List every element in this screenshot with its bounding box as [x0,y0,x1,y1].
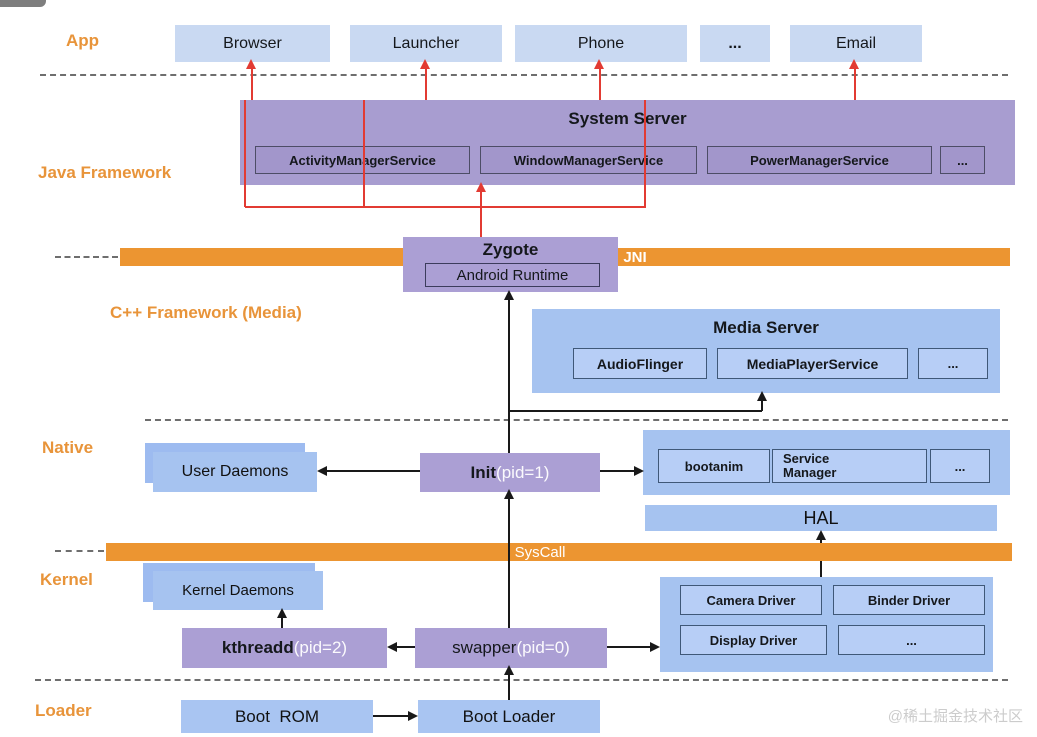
arrowhead-to-phone [594,59,604,69]
app-box-browser: Browser [175,25,330,62]
user-daemons-box: User Daemons [153,452,317,492]
init-name: Init [470,462,497,482]
service-box-window-manager: WindowManagerService [480,146,697,174]
app-box-phone: Phone [515,25,687,62]
boot-loader-box: Boot Loader [418,700,600,733]
divider-media-native [145,419,1008,421]
line-init-to-mediaserver [509,410,762,412]
arrowhead-to-launcher [420,59,430,69]
arrow-swapper-to-drivers [607,646,652,648]
arrowhead-bootrom-to-bootloader [408,711,418,721]
red-riser-2 [363,100,365,207]
arrow-bootrom-to-bootloader [373,715,410,717]
driver-box-camera: Camera Driver [680,585,822,615]
layer-label-cpp-framework: C++ Framework (Media) [110,303,302,322]
arrowhead-bootloader-to-swapper [504,665,514,675]
media-service-box-ellipsis: ... [918,348,988,379]
service-box-activity-manager: ActivityManagerService [255,146,470,174]
arrowhead-init-to-services [634,466,644,476]
kernel-daemons-box: Kernel Daemons [153,571,323,610]
arrow-kthreadd-to-kernel-daemons [281,616,283,628]
arrow-swapper-to-init [508,497,510,628]
arrowhead-swapper-to-kthreadd [387,642,397,652]
swapper-name: swapper [452,638,517,657]
arrowhead-to-browser [246,59,256,69]
arrowhead-kthreadd-to-kernel-daemons [277,608,287,618]
kthreadd-name: kthreadd [221,638,294,657]
service-box-mediaplayer: MediaPlayerService [717,348,908,379]
corner-artifact [0,0,46,7]
app-box-email: Email [790,25,922,62]
jni-label: JNI [623,249,647,266]
layer-label-kernel: Kernel [40,570,93,589]
arrow-init-to-user-daemons [324,470,420,472]
arrowhead-to-email [849,59,859,69]
arrow-init-to-services [600,470,636,472]
android-runtime-box: Android Runtime [425,263,600,287]
init-pid: (pid=1) [496,462,550,482]
arrow-init-to-zygote [508,298,510,453]
service-manager-label: Service Manager [783,450,837,480]
arrowhead-init-to-zygote [504,290,514,300]
service-box-power-manager: PowerManagerService [707,146,932,174]
divider-stub-syscall [55,550,104,552]
arrow-swapper-to-kthreadd [394,646,415,648]
layer-label-native: Native [42,438,94,457]
red-bus-line [245,206,646,208]
arrowhead-swapper-to-drivers [650,642,660,652]
layer-label-loader: Loader [35,701,92,720]
service-box-bootanim: bootanim [658,449,770,483]
syscall-label: SysCall [514,544,566,561]
arrow-bootloader-to-swapper [508,673,510,700]
boot-rom-box: Boot ROM [181,700,373,733]
init-box: Init(pid=1) [420,453,600,492]
arrow-to-browser [251,68,253,100]
arrow-to-phone [599,68,601,100]
driver-box-ellipsis: ... [838,625,985,655]
red-riser-1 [244,100,246,207]
system-server-title: System Server [568,109,687,128]
layer-label-app: App [66,31,100,50]
kthreadd-pid: (pid=2) [293,638,348,657]
hal-bar: HAL [645,505,997,531]
arrow-to-email [854,68,856,100]
native-service-box-ellipsis: ... [930,449,990,483]
driver-box-binder: Binder Driver [833,585,985,615]
driver-box-display: Display Driver [680,625,827,655]
arrow-to-launcher [425,68,427,100]
kthreadd-box: kthreadd(pid=2) [182,628,387,668]
arrowhead-init-to-user-daemons [317,466,327,476]
divider-app-java [40,74,1008,76]
app-box-ellipsis: ... [700,25,770,62]
swapper-pid: (pid=0) [516,638,570,657]
service-box-audioflinger: AudioFlinger [573,348,707,379]
arrow-zygote-to-system-server [480,190,482,237]
arrowhead-to-mediaserver [757,391,767,401]
app-box-launcher: Launcher [350,25,502,62]
swapper-box: swapper(pid=0) [415,628,607,668]
service-box-ellipsis: ... [940,146,985,174]
watermark: @稀土掘金技术社区 [887,708,1023,725]
red-riser-3 [644,100,646,207]
arrowhead-zygote-to-system-server [476,182,486,192]
arrowhead-drivers-to-hal [816,530,826,540]
media-server-title: Media Server [713,318,819,337]
zygote-title: Zygote [482,240,539,259]
riser-to-mediaserver [761,399,763,411]
zygote-box: Zygote Android Runtime [403,237,618,292]
layer-label-java-framework: Java Framework [38,163,172,182]
divider-stub-jni [55,256,118,258]
arrowhead-swapper-to-init [504,489,514,499]
divider-kernel-loader [35,679,1008,681]
syscall-bar [106,543,1012,561]
service-box-service-manager: Service Manager [772,449,927,483]
